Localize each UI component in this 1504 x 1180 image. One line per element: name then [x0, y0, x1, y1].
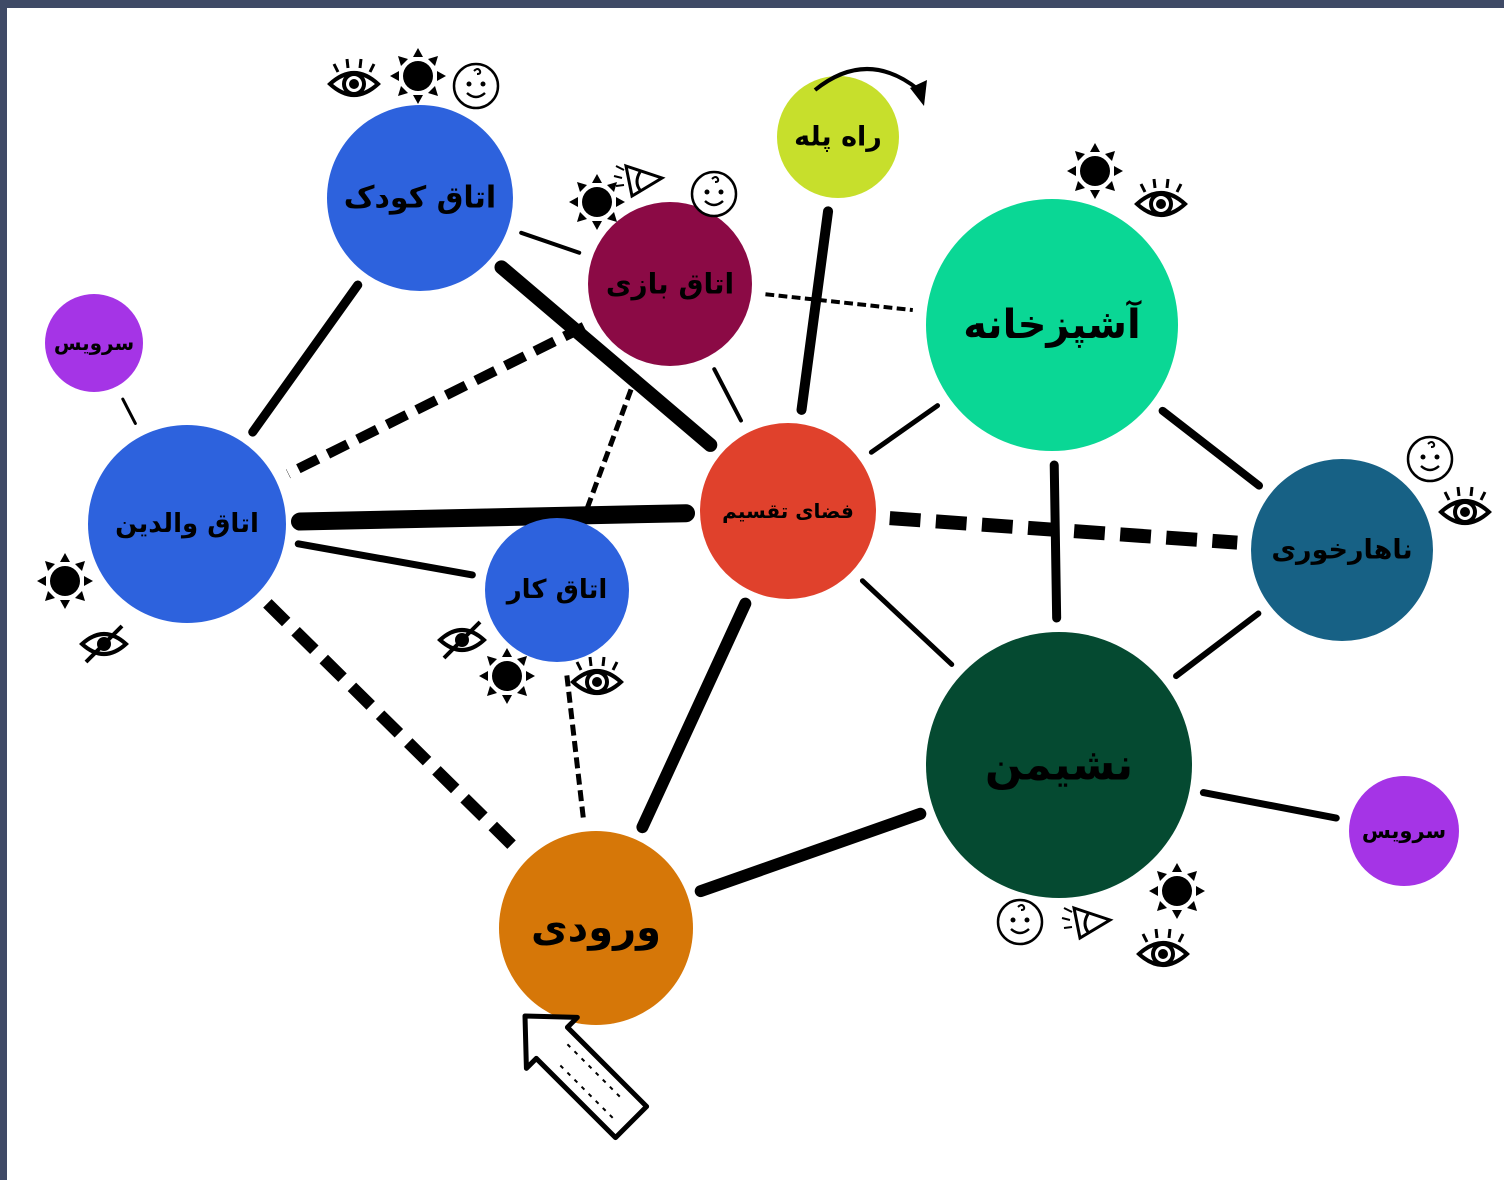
edge-play_room-parents	[285, 322, 587, 479]
edge-work-entrance	[564, 675, 586, 819]
side-eye-icon	[612, 164, 664, 198]
room-nodes: اتاق کودک اتاق بازی راه پله آشپزخانه سرویس ات…	[45, 76, 1459, 1025]
edge-divider-living	[859, 578, 955, 667]
node-circle-service2	[1349, 776, 1459, 886]
node-label-entrance: ورودی	[531, 905, 661, 951]
edge-divider-dining	[889, 511, 1238, 550]
node-label-kitchen: آشپزخانه	[963, 299, 1142, 348]
sun-icon	[479, 648, 535, 704]
node-label-living: نشیمن	[985, 740, 1133, 791]
edge-divider-kitchen	[868, 403, 941, 455]
node-service1: سرویس	[45, 294, 143, 392]
node-dining: ناهارخوری	[1251, 459, 1433, 641]
eye-icon	[328, 57, 380, 97]
bubble-diagram: اتاق کودک اتاق بازی راه پله آشپزخانه سرویس ات…	[37, 48, 1491, 1141]
node-circle-stairs	[777, 76, 899, 198]
node-label-dining: ناهارخوری	[1271, 535, 1412, 566]
eye-icon	[1137, 927, 1189, 967]
node-circle-divider	[700, 423, 876, 599]
node-circle-dining	[1251, 459, 1433, 641]
edge-divider-entrance	[636, 597, 752, 834]
node-circle-kid_room	[327, 105, 513, 291]
entry-arrow-icon	[522, 1013, 650, 1141]
node-work: اتاق کار	[485, 518, 629, 662]
edge-living-entrance	[694, 807, 927, 898]
node-living: نشیمن	[926, 632, 1192, 898]
edge-play_room-divider	[712, 367, 743, 423]
node-label-parents: اتاق والدین	[115, 509, 259, 539]
node-circle-parents	[88, 425, 286, 623]
node-circle-work	[485, 518, 629, 662]
edge-kid_room-parents	[248, 280, 363, 437]
edge-living-service2	[1199, 789, 1340, 822]
curved-arrow-icon	[813, 67, 927, 106]
eye-icon	[1135, 177, 1187, 217]
eye-icon	[1439, 485, 1491, 525]
edge-kid_room-divider	[494, 260, 718, 452]
edge-parents-divider	[290, 504, 696, 531]
sun-icon	[569, 174, 625, 230]
node-stairs: راه پله	[777, 76, 899, 198]
diagram-canvas: اتاق کودک اتاق بازی راه پله آشپزخانه سرویس ات…	[7, 8, 1504, 1180]
eye-slash-icon	[80, 624, 128, 664]
node-circle-play_room	[588, 202, 752, 366]
edge-parents-work	[294, 540, 476, 579]
node-label-service1: سرویس	[54, 331, 134, 355]
edge-dining-living	[1173, 610, 1262, 680]
node-divider: فضای تقسیم	[700, 423, 876, 599]
edge-stairs-divider	[796, 206, 834, 415]
baby-face-icon	[996, 898, 1044, 946]
eye-slash-icon	[438, 620, 486, 660]
edge-play_room-kitchen	[765, 292, 914, 313]
node-circle-kitchen	[926, 199, 1178, 451]
node-label-divider: فضای تقسیم	[722, 499, 854, 523]
baby-face-icon	[690, 170, 738, 218]
node-service2: سرویس	[1349, 776, 1459, 886]
sun-icon	[1067, 143, 1123, 199]
node-entrance: ورودی	[499, 831, 693, 1025]
node-label-service2: سرویس	[1362, 819, 1446, 843]
side-eye-icon	[1060, 906, 1112, 940]
node-kitchen: آشپزخانه	[926, 199, 1178, 451]
eye-icon	[571, 655, 623, 695]
baby-face-icon	[452, 62, 500, 110]
edge-kid_room-play_room	[519, 230, 582, 255]
node-play_room: اتاق بازی	[588, 202, 752, 366]
node-label-stairs: راه پله	[794, 122, 882, 153]
node-circle-living	[926, 632, 1192, 898]
edge-parents-entrance	[263, 599, 522, 855]
edge-play_room-work	[584, 373, 640, 511]
edge-kitchen-living	[1049, 460, 1062, 623]
sun-icon	[1149, 863, 1205, 919]
connection-lines	[121, 206, 1340, 898]
node-label-play_room: اتاق بازی	[606, 268, 734, 301]
node-parents: اتاق والدین	[88, 425, 286, 623]
node-circle-entrance	[499, 831, 693, 1025]
baby-face-icon	[1406, 435, 1454, 483]
sun-icon	[37, 553, 93, 609]
icon-group	[37, 48, 1491, 1141]
node-kid_room: اتاق کودک	[327, 105, 513, 291]
node-label-work: اتاق کار	[505, 575, 608, 605]
edge-kitchen-dining	[1158, 406, 1264, 490]
node-circle-service1	[45, 294, 143, 392]
edge-service1-parents	[121, 397, 137, 425]
node-label-kid_room: اتاق کودک	[344, 181, 496, 216]
sun-icon	[390, 48, 446, 104]
